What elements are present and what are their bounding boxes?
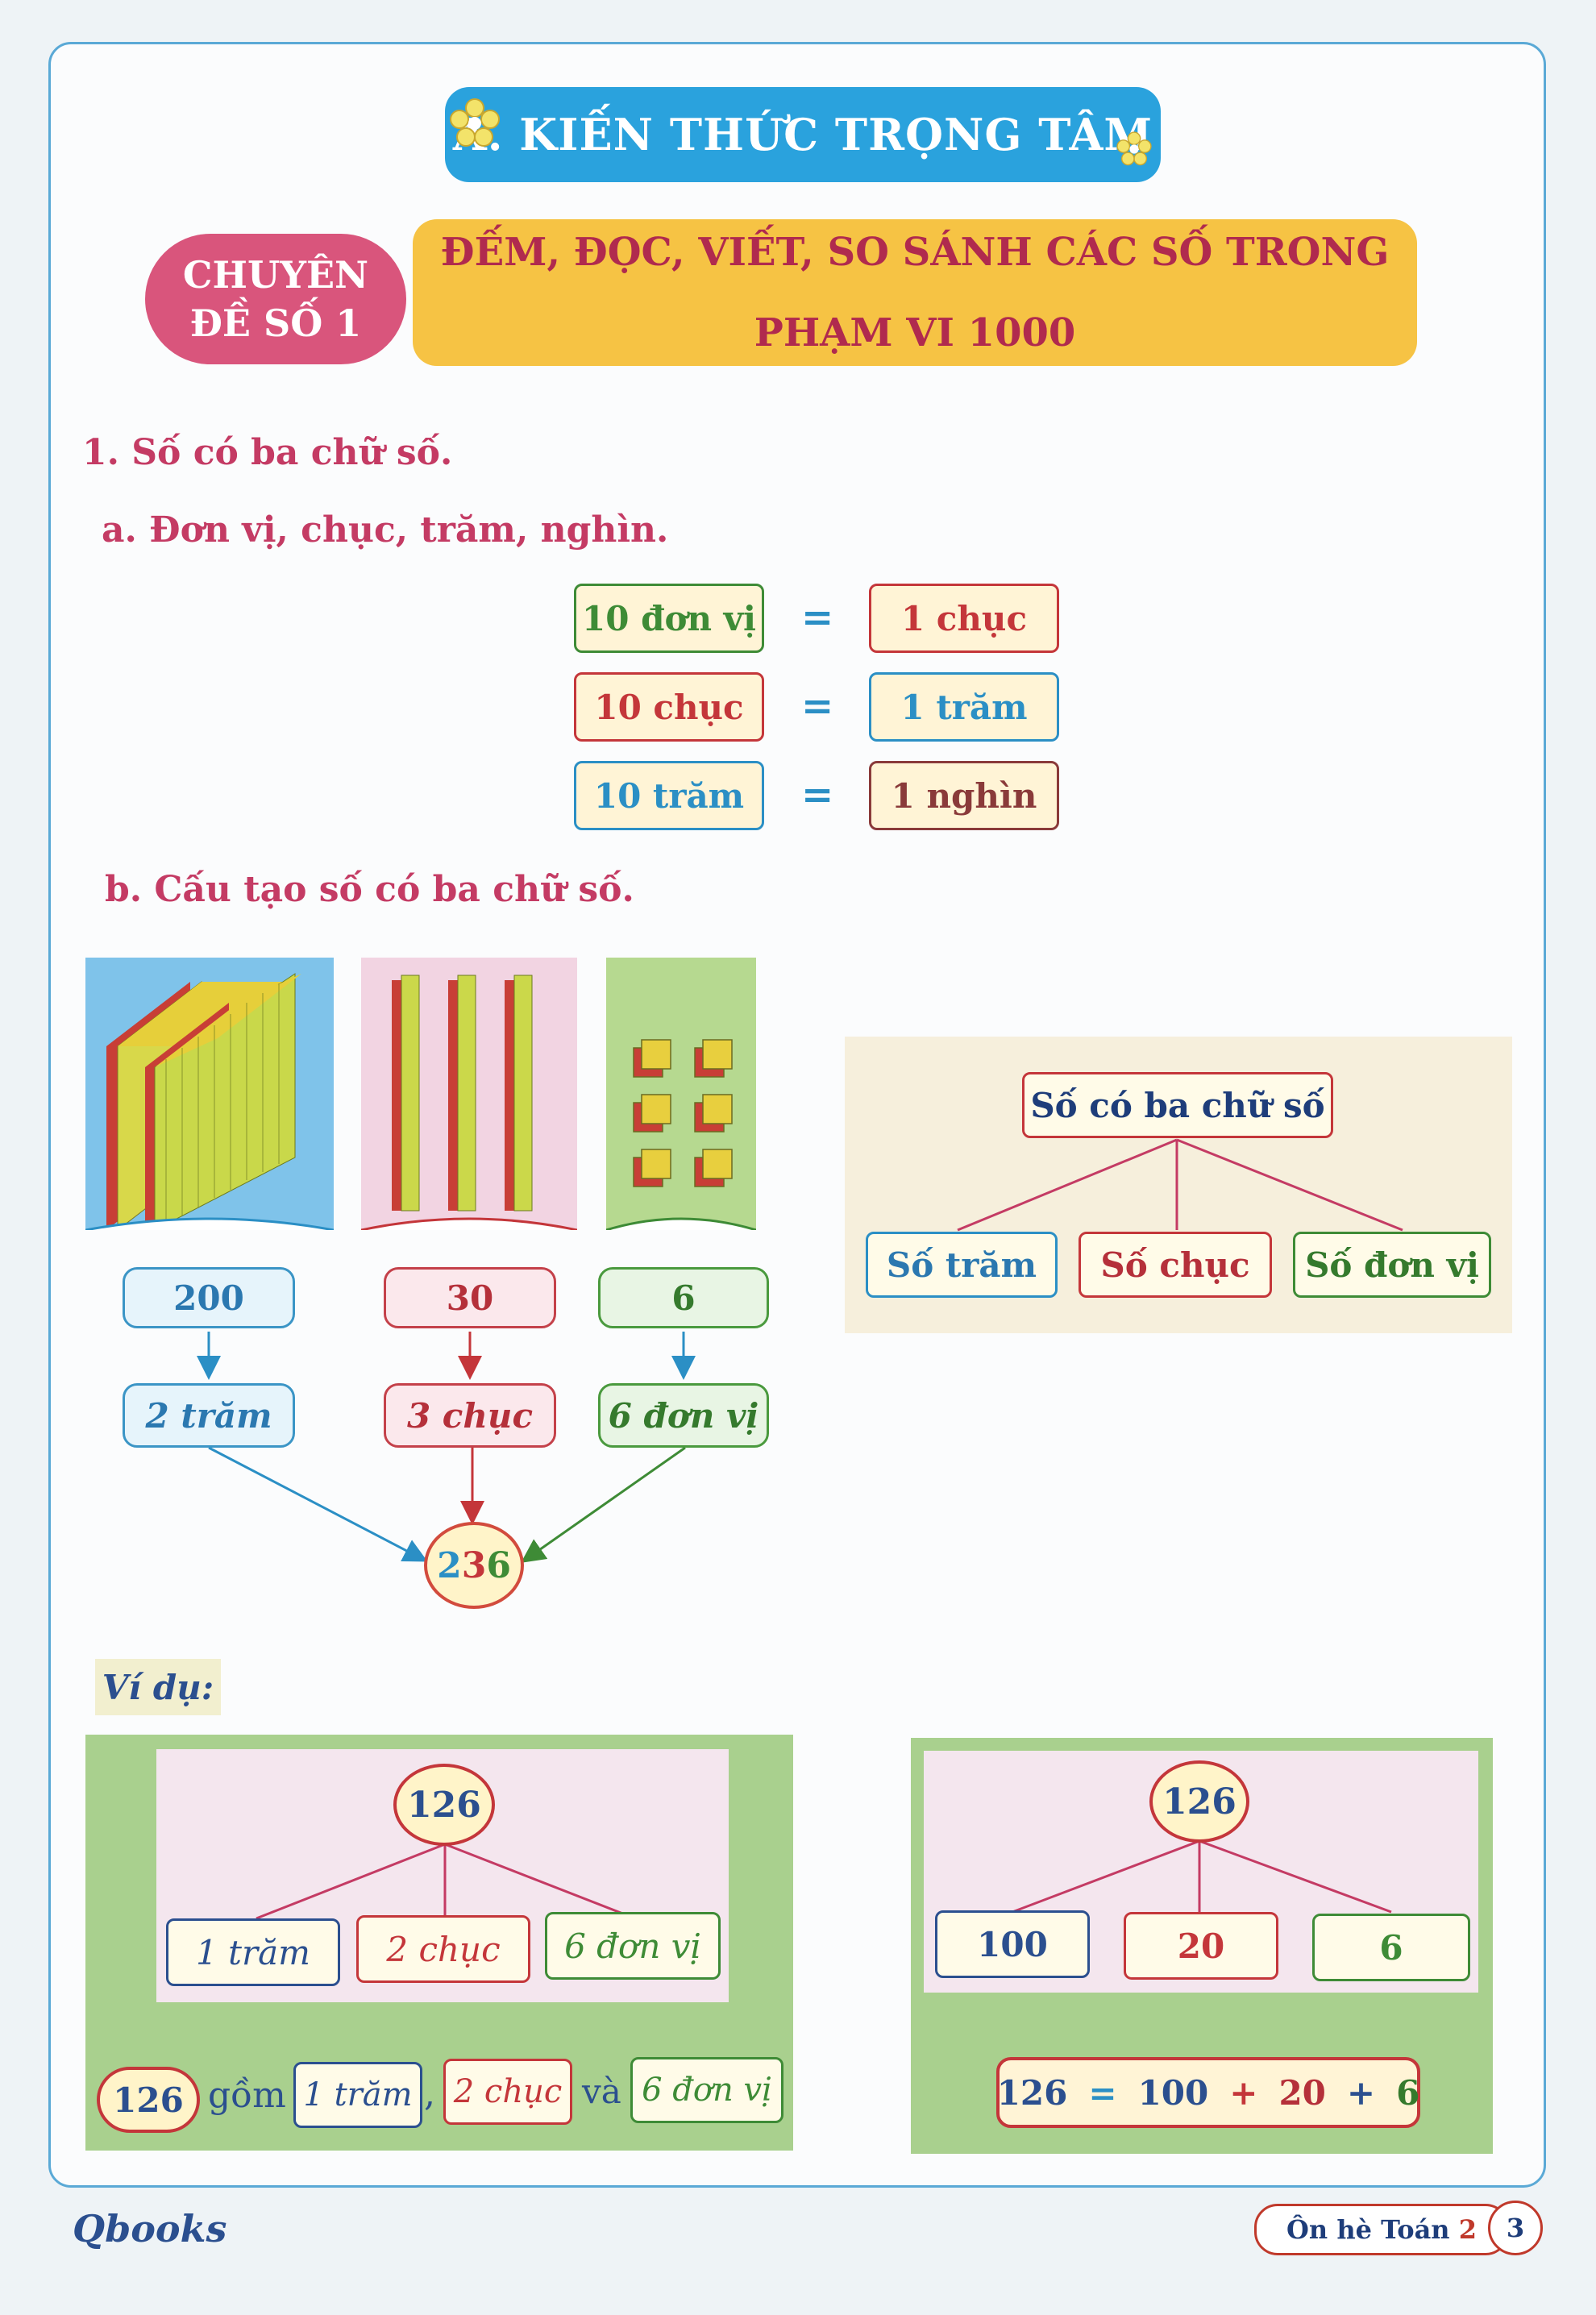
equality-right-2: 1 trăm	[869, 672, 1059, 742]
flower-icon	[450, 98, 500, 147]
sub-heading-a: a. Đơn vị, chục, trăm, nghìn.	[102, 509, 669, 551]
tens-name: 3 chục	[384, 1383, 556, 1448]
sentence-part-1: 1 trăm	[293, 2062, 422, 2128]
result-units-digit: 6	[486, 1544, 511, 1586]
equation-term: 100	[1137, 2072, 1209, 2113]
topic-title-line1: ĐẾM, ĐỌC, VIẾT, SO SÁNH CÁC SỐ TRONG	[440, 230, 1390, 275]
tens-value: 30	[384, 1267, 556, 1328]
book-title: Ôn hè Toán	[1286, 2214, 1450, 2245]
example-left-child-1: 1 trăm	[166, 1918, 340, 1986]
topic-title-line2: PHẠM VI 1000	[754, 310, 1076, 355]
equality-left-2: 10 chục	[574, 672, 764, 742]
equality-left-3: 10 trăm	[574, 761, 764, 830]
sentence-comma: ,	[424, 2073, 435, 2114]
page-number: 3	[1488, 2201, 1543, 2255]
example-left-child-2-text: 2 chục	[386, 1929, 501, 1969]
equation-term: 6	[1396, 2072, 1420, 2113]
result-hundreds-digit: 2	[437, 1544, 462, 1586]
units-name: 6 đơn vị	[598, 1383, 769, 1448]
sentence-part-2: 2 chục	[443, 2059, 572, 2125]
tree-child-hundreds: Số trăm	[866, 1232, 1058, 1298]
section-title: A. KIẾN THỨC TRỌNG TÂM	[452, 109, 1153, 160]
equation-term: 126	[996, 2072, 1068, 2113]
book-grade: 2	[1458, 2214, 1477, 2245]
hundreds-name-text: 2 trăm	[145, 1395, 272, 1436]
tens-name-text: 3 chục	[406, 1395, 534, 1436]
equation-op: +	[1229, 2072, 1258, 2113]
equation-op: =	[1088, 2072, 1117, 2113]
book-title-pill: Ôn hè Toán 2	[1254, 2204, 1509, 2255]
topic-label-line1: CHUYÊN	[182, 253, 369, 297]
example-right-child-2: 20	[1124, 1912, 1278, 1980]
example-equation: 126 = 100 + 20 + 6	[996, 2057, 1420, 2128]
units-name-text: 6 đơn vị	[608, 1395, 759, 1436]
sub-heading-b: b. Cấu tạo số có ba chữ số.	[105, 869, 634, 910]
example-right-root: 126	[1149, 1760, 1249, 1843]
example-left-child-2: 2 chục	[356, 1915, 530, 1983]
equals-sign: =	[801, 772, 834, 817]
example-left-child-3: 6 đơn vị	[545, 1912, 721, 1980]
topic-title: ĐẾM, ĐỌC, VIẾT, SO SÁNH CÁC SỐ TRONG PHẠ…	[413, 219, 1417, 366]
example-right-child-1: 100	[935, 1910, 1090, 1978]
equals-sign: =	[801, 595, 834, 640]
hundreds-value: 200	[123, 1267, 295, 1328]
example-right-child-3: 6	[1312, 1914, 1470, 1981]
tree-child-tens: Số chục	[1079, 1232, 1272, 1298]
tree-child-units: Số đơn vị	[1293, 1232, 1491, 1298]
section-heading-1: 1. Số có ba chữ số.	[82, 432, 453, 473]
example-left-connectors	[256, 1843, 636, 1920]
example-right-connectors	[1012, 1839, 1392, 1914]
sentence-word-va: và	[582, 2072, 621, 2111]
sentence-word-gom: gồm	[208, 2075, 286, 2116]
tree-root: Số có ba chữ số	[1022, 1072, 1333, 1138]
brand-logo: Qbooks	[73, 2207, 227, 2251]
units-cubes-illustration	[606, 958, 756, 1230]
tens-rods-illustration	[361, 958, 577, 1230]
decomposition-arrows	[197, 1332, 696, 1563]
topic-label: CHUYÊN ĐỀ SỐ 1	[145, 234, 406, 364]
flower-icon	[1116, 131, 1152, 166]
sentence-part-2-text: 2 chục	[453, 2073, 563, 2110]
example-left-child-3-text: 6 đơn vị	[564, 1926, 701, 1966]
sentence-part-3: 6 đơn vị	[630, 2057, 783, 2123]
units-value: 6	[598, 1267, 769, 1328]
sentence-number: 126	[97, 2067, 200, 2133]
equality-right-1: 1 chục	[869, 584, 1059, 653]
equals-sign: =	[801, 684, 834, 729]
tree-connectors	[957, 1138, 1403, 1232]
sentence-part-1-text: 1 trăm	[303, 2076, 413, 2113]
equality-right-3: 1 nghìn	[869, 761, 1059, 830]
sentence-part-3-text: 6 đơn vị	[642, 2072, 772, 2109]
equation-term: 20	[1278, 2072, 1326, 2113]
example-left-child-1-text: 1 trăm	[196, 1932, 310, 1972]
equality-left-1: 10 đơn vị	[574, 584, 764, 653]
hundreds-blocks-illustration	[85, 958, 334, 1230]
result-tens-digit: 3	[461, 1544, 487, 1586]
example-label: Ví dụ:	[95, 1659, 221, 1715]
hundreds-name: 2 trăm	[123, 1383, 295, 1448]
example-left-root: 126	[393, 1764, 495, 1846]
topic-label-line2: ĐỀ SỐ 1	[189, 301, 362, 345]
equation-op: +	[1346, 2072, 1376, 2113]
section-banner: A. KIẾN THỨC TRỌNG TÂM	[445, 87, 1161, 182]
